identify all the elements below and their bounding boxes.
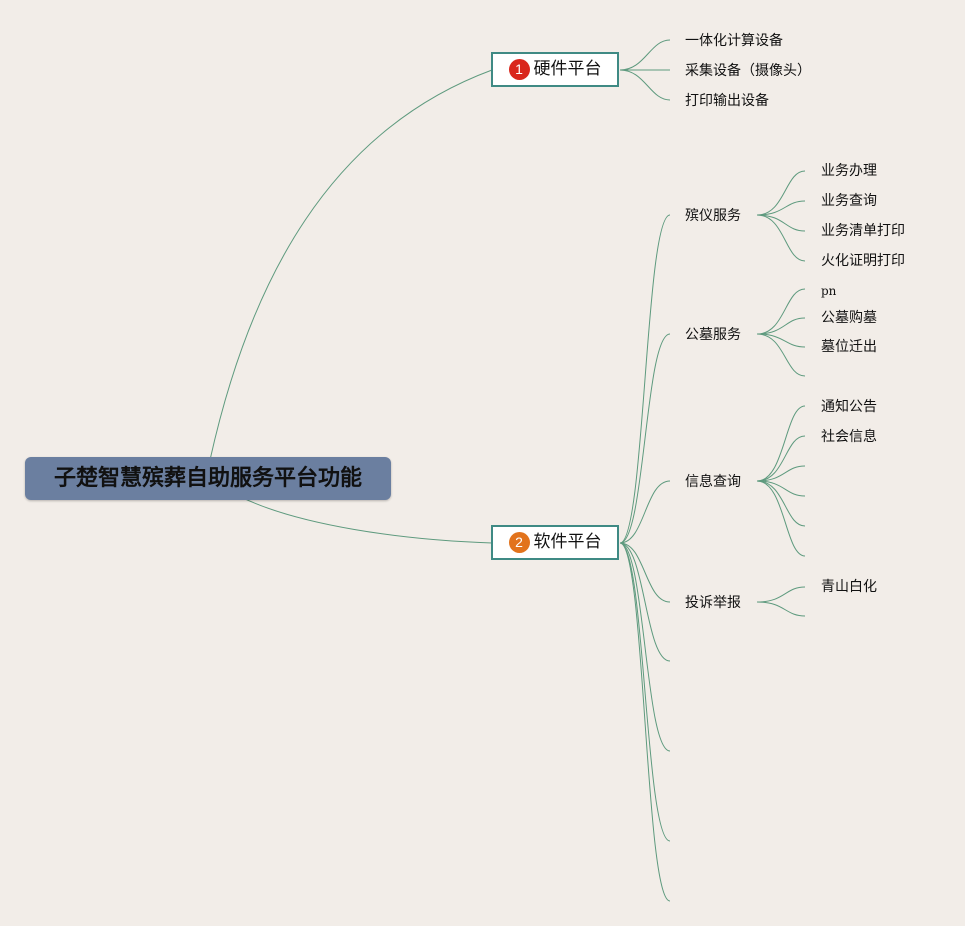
link-g1-3 [756, 214, 806, 232]
software-group-funeral[interactable]: 殡仪服务 [685, 208, 741, 224]
funeral-item[interactable]: 业务办理 [821, 163, 877, 179]
software-group-info[interactable]: 信息查询 [685, 474, 741, 490]
link-root-software [242, 497, 493, 544]
link-sw-empty-2 [619, 542, 671, 752]
info-item[interactable]: 社会信息 [821, 429, 877, 445]
hardware-item[interactable]: 一体化计算设备 [685, 33, 783, 49]
link-g3-2 [756, 435, 806, 482]
link-g2-2 [756, 317, 806, 335]
link-root-hardware [209, 69, 493, 461]
cemetery-item[interactable]: 墓位迁出 [821, 339, 877, 355]
link-hw-1 [619, 39, 671, 71]
link-g1-2 [756, 200, 806, 216]
link-sw-group-2 [619, 333, 671, 544]
link-sw-empty-4 [619, 542, 671, 902]
link-sw-group-1 [619, 214, 671, 544]
link-g4-1 [756, 586, 806, 603]
link-sw-group-3 [619, 480, 671, 544]
link-g3-6 [756, 480, 806, 557]
link-sw-group-4 [619, 542, 671, 603]
link-g2-4 [756, 333, 806, 377]
hardware-item[interactable]: 打印输出设备 [685, 93, 769, 109]
cemetery-item[interactable]: 公墓购墓 [821, 310, 877, 326]
link-hw-3 [619, 69, 671, 101]
complaint-item[interactable]: 青山白化 [821, 579, 877, 595]
link-g1-4 [756, 214, 806, 262]
funeral-item[interactable]: 业务清单打印 [821, 223, 905, 239]
software-group-complaint[interactable]: 投诉举报 [685, 595, 741, 611]
link-g3-5 [756, 480, 806, 527]
link-g1-1 [756, 170, 806, 216]
branch-hardware[interactable]: 1 硬件平台 [491, 52, 619, 87]
link-g3-1 [756, 405, 806, 482]
link-g4-2 [756, 601, 806, 617]
funeral-item[interactable]: 火化证明打印 [821, 253, 905, 269]
link-sw-empty-3 [619, 542, 671, 842]
link-sw-empty-1 [619, 542, 671, 662]
cemetery-item[interactable]: pn [821, 284, 837, 298]
software-group-cemetery[interactable]: 公墓服务 [685, 327, 741, 343]
branch-software[interactable]: 2 软件平台 [491, 525, 619, 560]
branch-software-title: 软件平台 [533, 532, 602, 552]
link-g2-3 [756, 333, 806, 348]
funeral-item[interactable]: 业务查询 [821, 193, 877, 209]
root-title: 子楚智慧殡葬自助服务平台功能 [53, 466, 362, 491]
root-node[interactable]: 子楚智慧殡葬自助服务平台功能 [25, 457, 391, 500]
priority-1-icon: 1 [508, 59, 530, 80]
link-g3-3 [756, 465, 806, 482]
branch-hardware-title: 硬件平台 [533, 59, 602, 79]
info-item[interactable]: 通知公告 [821, 399, 877, 415]
link-g2-1 [756, 288, 806, 335]
priority-2-icon: 2 [508, 532, 530, 553]
hardware-item[interactable]: 采集设备（摄像头） [685, 63, 811, 79]
